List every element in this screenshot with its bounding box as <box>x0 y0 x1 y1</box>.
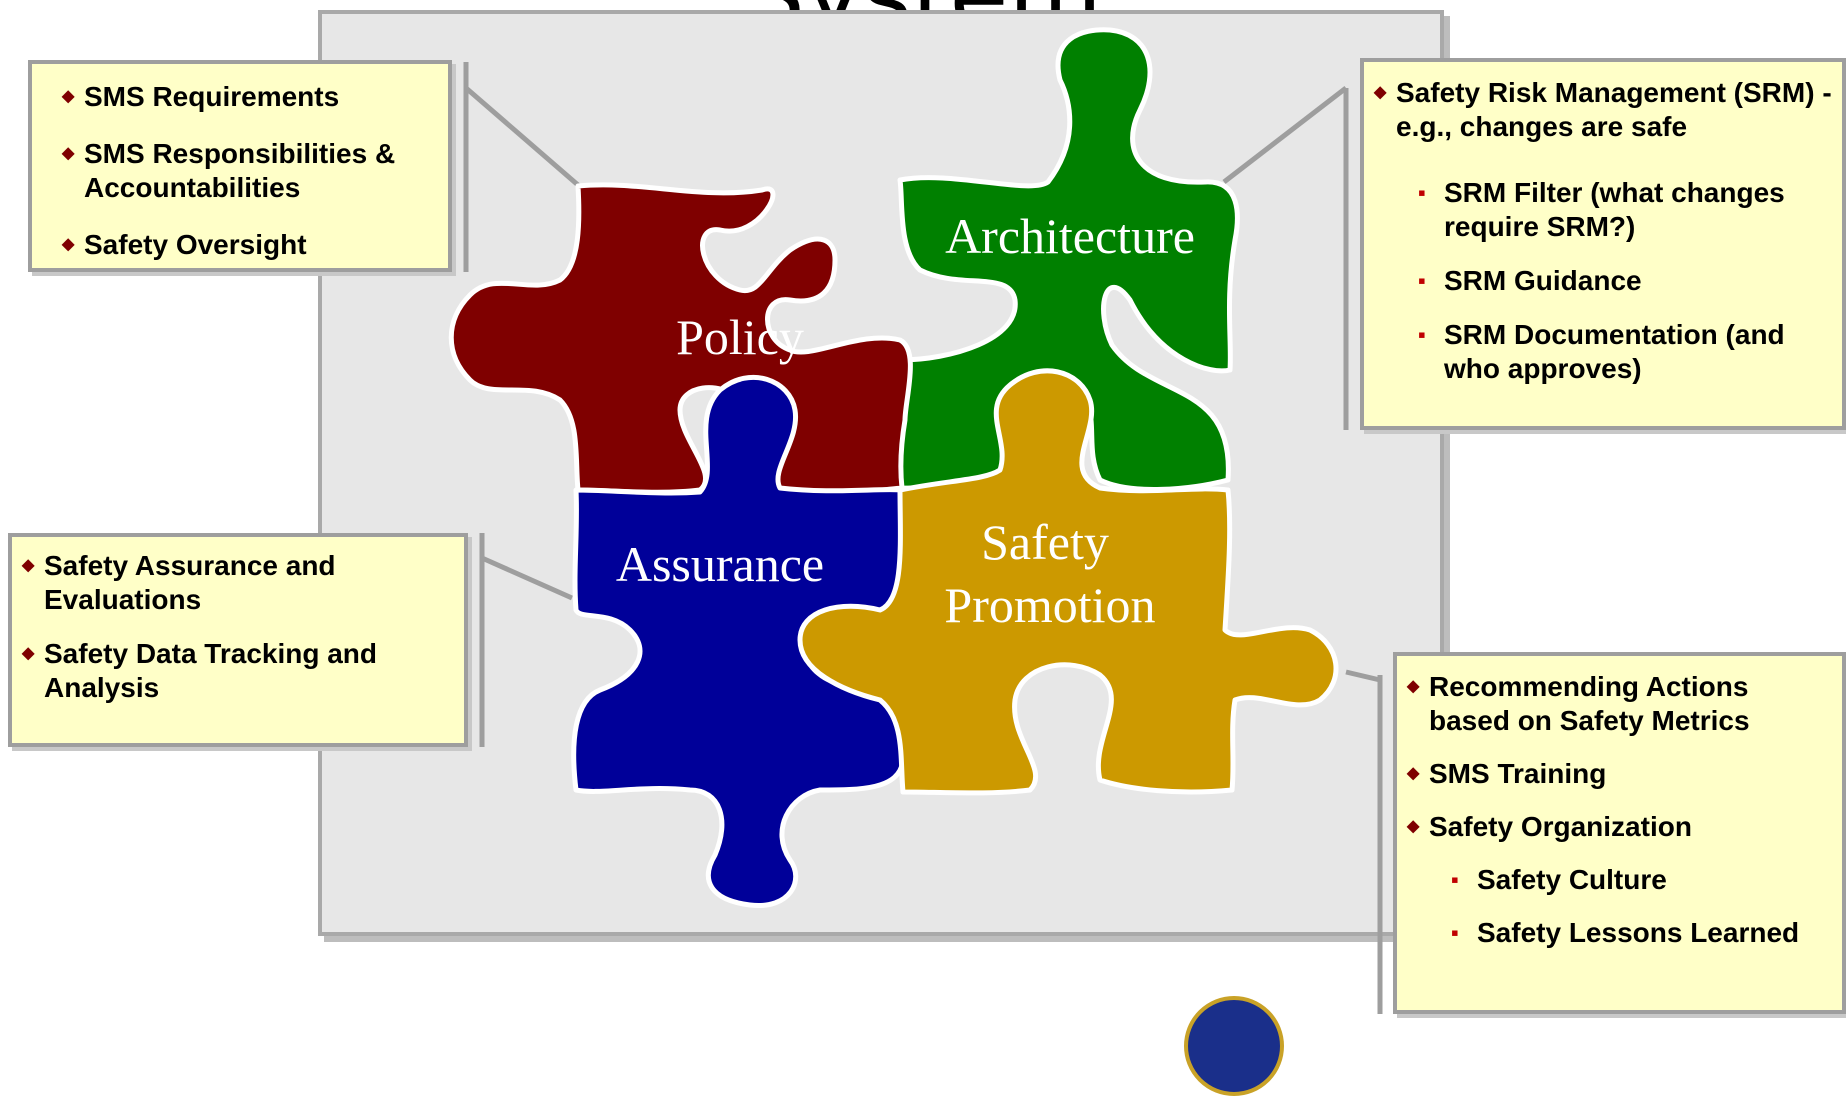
policy-item: Safety Oversight <box>60 228 434 262</box>
callout-assurance: Safety Assurance and Evaluations Safety … <box>8 533 468 747</box>
architecture-subitem: SRM Documentation (and who approves) <box>1372 318 1834 386</box>
promotion-subitem: Safety Culture <box>1405 863 1834 897</box>
label-policy: Policy <box>676 309 804 365</box>
label-promotion-line2: Promotion <box>944 577 1156 633</box>
promotion-item: Recommending Actions based on Safety Met… <box>1405 670 1834 738</box>
connector-architecture-diag <box>1222 86 1348 184</box>
puzzle-graphic <box>448 27 1339 908</box>
connector-promotion-diag <box>1345 669 1381 683</box>
promotion-item: SMS Training <box>1405 757 1834 791</box>
puzzle-piece-promotion <box>797 368 1339 796</box>
faa-seal-logo <box>1184 996 1284 1096</box>
label-architecture: Architecture <box>945 208 1195 264</box>
architecture-item: Safety Risk Management (SRM) - e.g., cha… <box>1372 76 1834 144</box>
label-assurance: Assurance <box>615 536 825 592</box>
policy-item: SMS Responsibilities & Accountabilities <box>60 137 434 205</box>
connector-policy-diag <box>464 86 580 187</box>
label-promotion-line1: Safety <box>981 514 1109 570</box>
connector-assurance-diag <box>480 555 574 601</box>
promotion-subitem: Safety Lessons Learned <box>1405 916 1834 950</box>
callout-policy: SMS Requirements SMS Responsibilities & … <box>28 60 452 272</box>
policy-item: SMS Requirements <box>60 80 434 114</box>
callout-architecture: Safety Risk Management (SRM) - e.g., cha… <box>1360 58 1846 430</box>
assurance-item: Safety Assurance and Evaluations <box>20 549 454 617</box>
connector-lines <box>463 62 1383 1014</box>
promotion-item: Safety Organization <box>1405 810 1834 844</box>
callout-promotion: Recommending Actions based on Safety Met… <box>1393 652 1846 1014</box>
assurance-item: Safety Data Tracking and Analysis <box>20 637 454 705</box>
architecture-subitem: SRM Guidance <box>1372 264 1834 298</box>
architecture-subitem: SRM Filter (what changes require SRM?) <box>1372 176 1834 244</box>
